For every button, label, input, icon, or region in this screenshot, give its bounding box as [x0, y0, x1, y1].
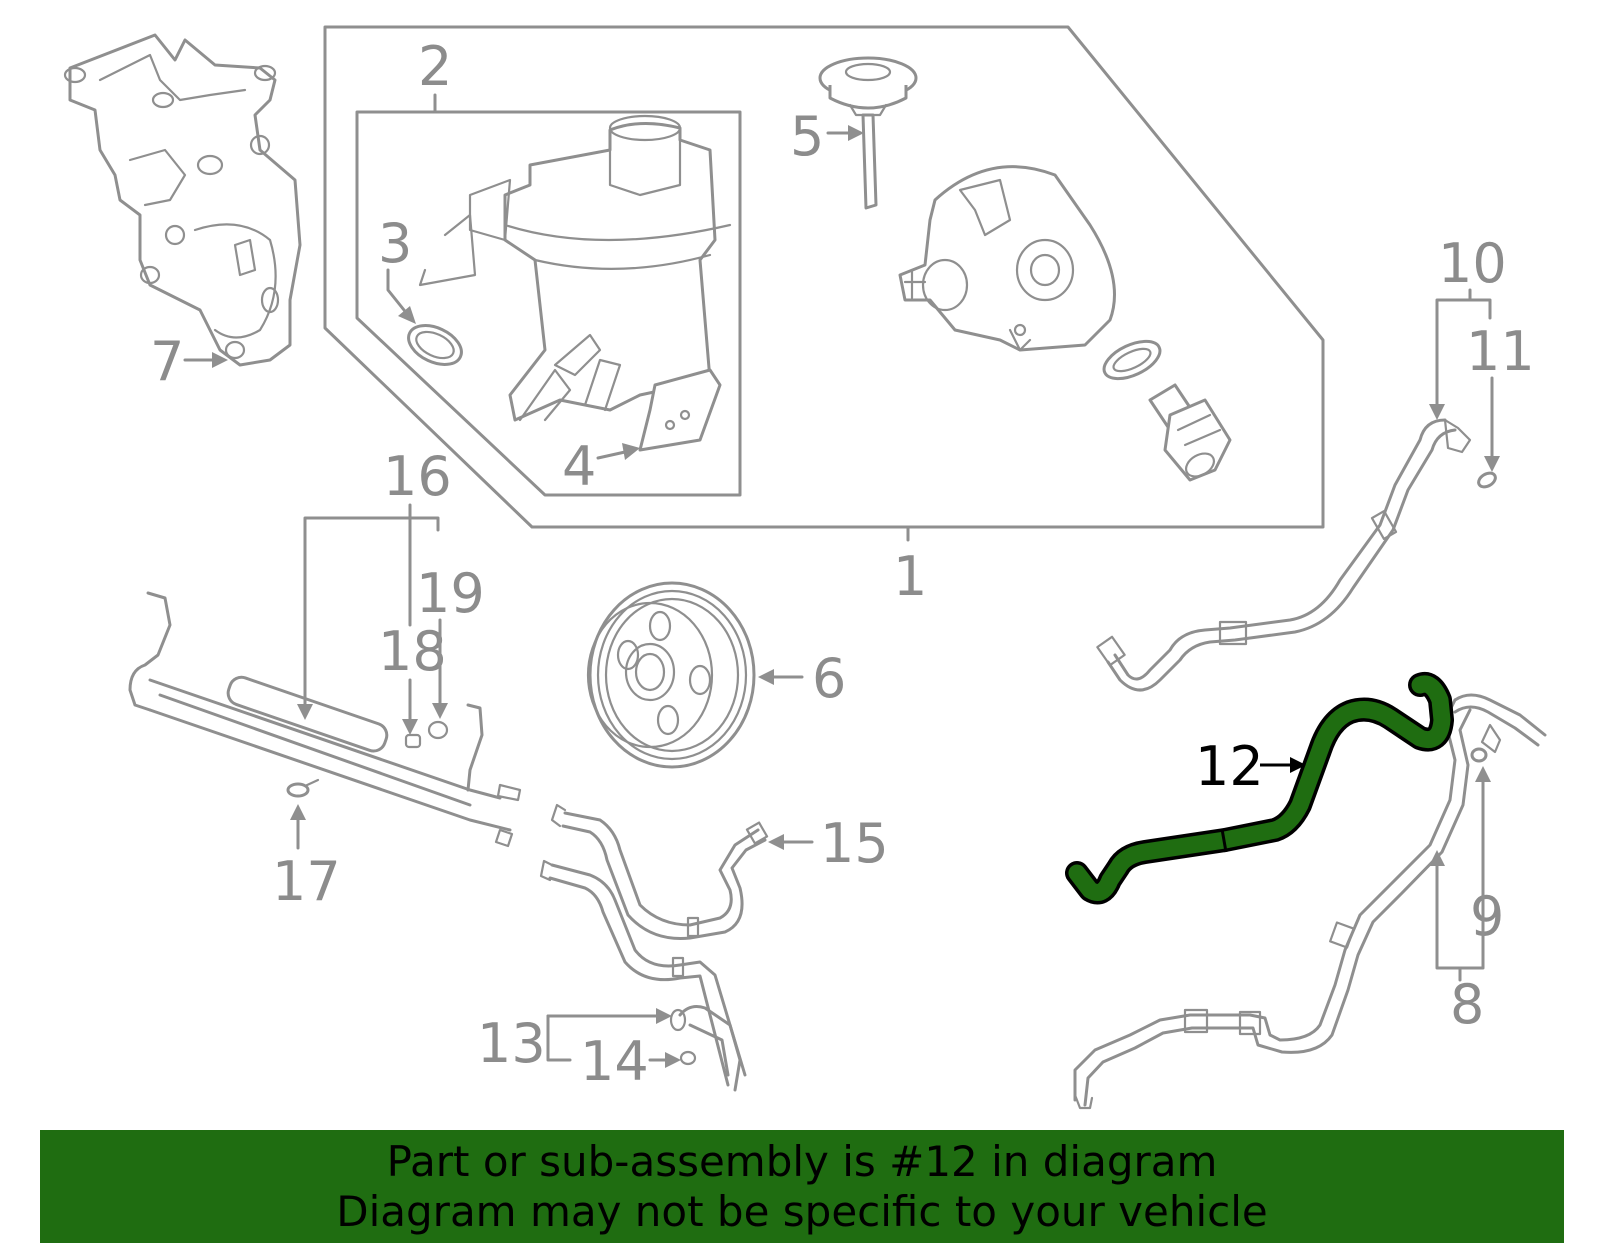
callout-9: 9	[1470, 885, 1504, 948]
part-9-washer	[1470, 747, 1488, 763]
callout-7: 7	[150, 330, 184, 393]
part-18-nut	[404, 733, 422, 749]
callout-13: 13	[477, 1012, 546, 1075]
callout-18: 18	[378, 620, 447, 683]
callout-2: 2	[418, 35, 452, 98]
callout-17: 17	[272, 850, 341, 913]
part-11-washer	[1477, 471, 1497, 489]
part-15-hose	[539, 803, 769, 1087]
pump-fitting	[1148, 383, 1232, 482]
callout-6: 6	[812, 647, 846, 710]
banner-line-2: Diagram may not be specific to your vehi…	[336, 1186, 1268, 1236]
info-banner: Part or sub-assembly is #12 in diagram D…	[40, 1130, 1564, 1243]
callout-11: 11	[1466, 320, 1535, 383]
callout-3: 3	[378, 212, 412, 275]
arrow-9	[1429, 766, 1491, 982]
part-5-cap-dipstick	[818, 56, 918, 210]
arrow-15	[768, 834, 814, 850]
part-12-hose-highlighted	[1065, 672, 1454, 905]
arrow-6	[758, 669, 804, 685]
arrow-17	[290, 804, 306, 850]
banner-line-1: Part or sub-assembly is #12 in diagram	[386, 1136, 1218, 1186]
arrow-7	[183, 352, 228, 368]
arrow-12	[1260, 757, 1306, 773]
callout-4: 4	[562, 435, 596, 498]
callout-10: 10	[1438, 232, 1507, 295]
assembly-1-outline	[323, 25, 1325, 529]
part-13-line-fitting	[669, 1005, 742, 1092]
part-2-reservoir	[418, 114, 732, 422]
part-7-mounting-bracket	[63, 33, 302, 367]
arrow-14	[648, 1052, 681, 1068]
arrow-11	[1484, 376, 1500, 472]
callout-12: 12	[1195, 735, 1264, 798]
assembly-2-box	[355, 110, 742, 497]
part-16-cooler	[128, 591, 522, 848]
arrow-18	[402, 678, 418, 735]
arrow-16	[297, 503, 440, 720]
arrow-19	[432, 618, 448, 719]
callout-16: 16	[383, 445, 452, 508]
pump-o-ring	[1102, 339, 1162, 381]
arrow-5	[826, 125, 864, 141]
callout-5: 5	[790, 105, 824, 168]
part-4-bracket	[638, 368, 722, 452]
callout-14: 14	[580, 1030, 649, 1093]
part-10-pressure-line	[1096, 418, 1472, 692]
part-14-washer	[679, 1050, 697, 1066]
pump-body	[898, 165, 1116, 352]
part-17-bolt	[286, 778, 320, 798]
part-19-nut	[427, 720, 449, 740]
callout-1: 1	[893, 545, 927, 608]
callout-8: 8	[1450, 973, 1484, 1036]
arrow-3	[386, 268, 416, 324]
arrow-4	[596, 443, 640, 460]
arrow-10	[1429, 288, 1492, 420]
part-6-pulley	[586, 581, 756, 769]
arrow-13	[546, 1008, 672, 1062]
callout-19: 19	[416, 562, 485, 625]
callout-15: 15	[820, 812, 889, 875]
part-8-return-line	[1073, 693, 1547, 1110]
part-3-o-ring	[407, 324, 463, 366]
